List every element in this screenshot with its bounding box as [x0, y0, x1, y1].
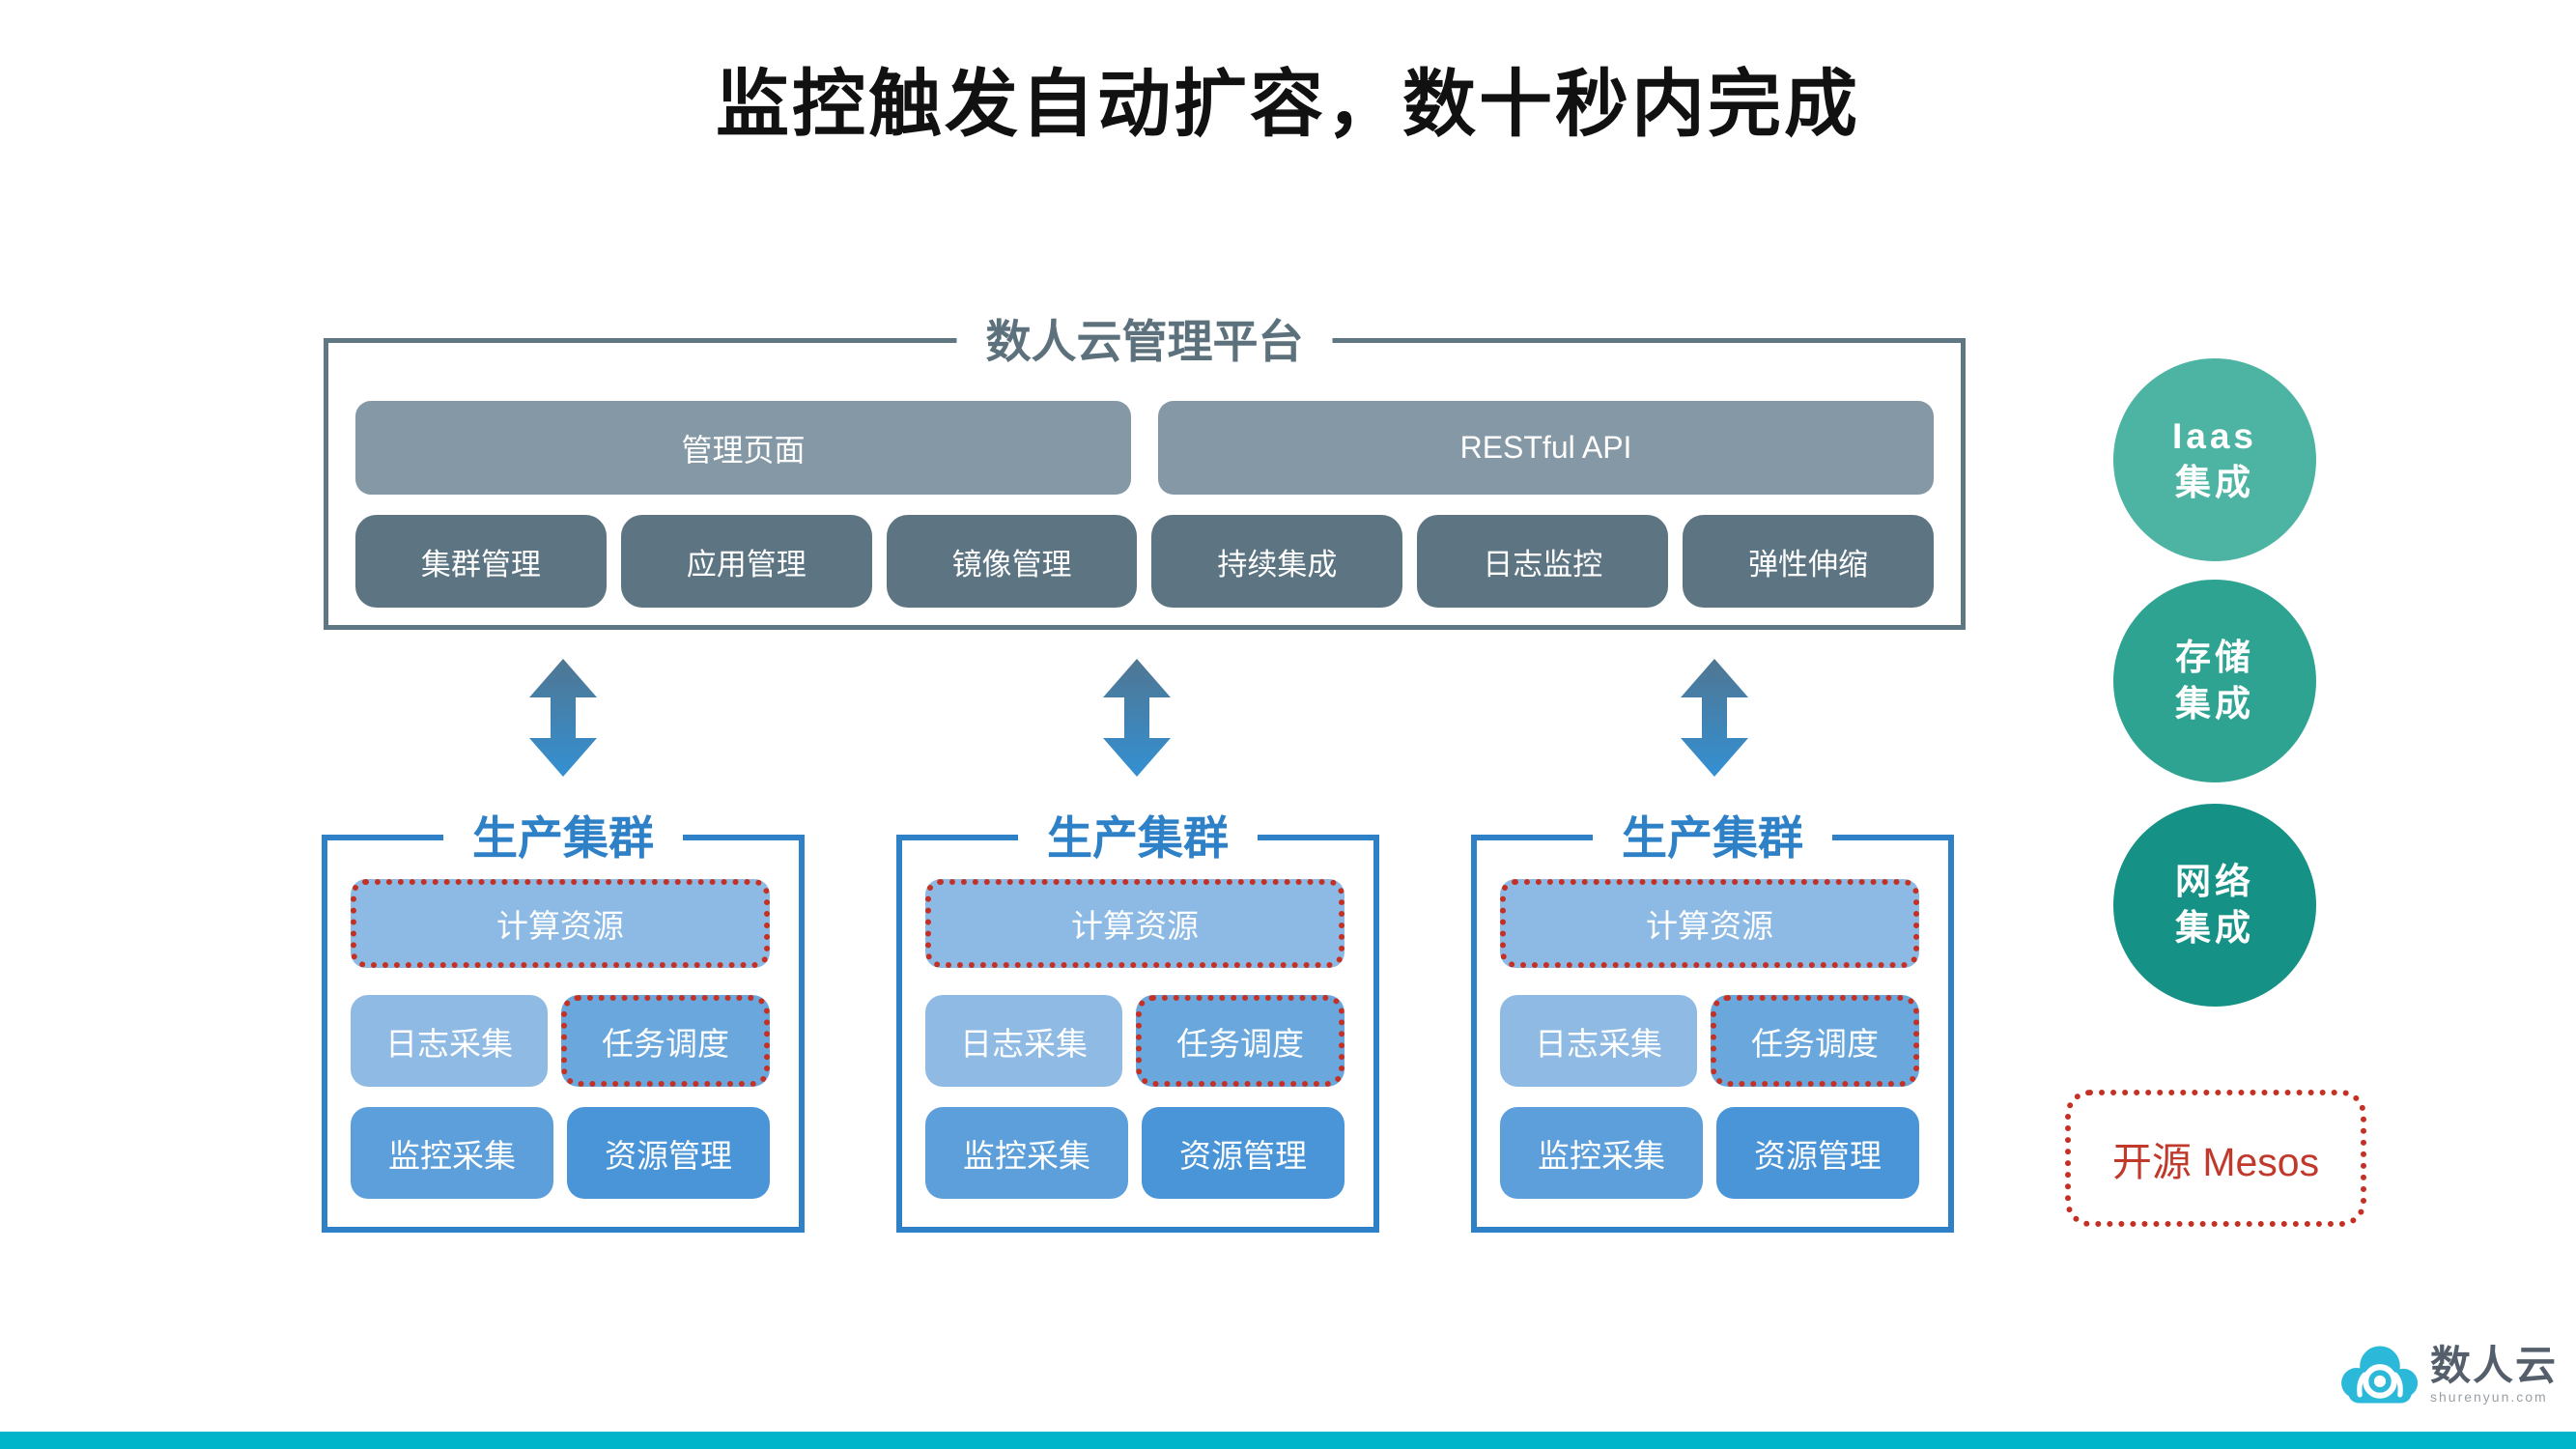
cluster-title: 生产集群 [1593, 804, 1832, 873]
shurenyun-logo: 数人云 shurenyun.com [2337, 1343, 2558, 1406]
logo-name: 数人云 [2430, 1342, 2559, 1388]
production-cluster-box-1: 生产集群 计算资源 日志采集 任务调度 监控采集 资源管理 [322, 804, 805, 1233]
double-arrow-icon [1681, 659, 1748, 777]
module-image-management: 镜像管理 [886, 515, 1138, 608]
platform-top-row: 管理页面 RESTful API [355, 401, 1934, 495]
double-arrow-icon [529, 659, 597, 777]
task-scheduling-cell: 任务调度 [561, 995, 770, 1087]
circle-label-line2: 集成 [2175, 684, 2254, 724]
log-collection-cell: 日志采集 [1500, 995, 1697, 1087]
module-continuous-integration: 持续集成 [1151, 515, 1403, 608]
module-app-management: 应用管理 [620, 515, 872, 608]
circle-label-line1: 存储 [2175, 637, 2254, 677]
module-cluster-management: 集群管理 [355, 515, 607, 608]
iaas-integration-circle: Iaas 集成 [2113, 358, 2316, 561]
task-scheduling-cell: 任务调度 [1711, 995, 1919, 1087]
platform-module-row: 集群管理 应用管理 镜像管理 持续集成 日志监控 弹性伸缩 [355, 515, 1934, 608]
double-arrow-icon [1103, 659, 1171, 777]
cluster-title: 生产集群 [443, 804, 683, 873]
monitoring-collection-cell: 监控采集 [351, 1107, 553, 1199]
module-log-monitoring: 日志监控 [1417, 515, 1669, 608]
circle-label-line1: Iaas [2171, 415, 2257, 456]
circle-label-line2: 集成 [2175, 908, 2254, 948]
platform-box: 数人云管理平台 管理页面 RESTful API 集群管理 应用管理 镜像管理 … [324, 307, 1966, 630]
resource-management-cell: 资源管理 [1716, 1107, 1919, 1199]
open-source-mesos-box: 开源 Mesos [2065, 1090, 2366, 1227]
storage-integration-circle: 存储 集成 [2113, 580, 2316, 782]
monitoring-collection-cell: 监控采集 [1500, 1107, 1703, 1199]
management-page-block: 管理页面 [355, 401, 1131, 495]
logo-domain: shurenyun.com [2430, 1389, 2548, 1406]
log-collection-cell: 日志采集 [351, 995, 548, 1087]
slide-title: 监控触发自动扩容，数十秒内完成 [716, 64, 1860, 146]
production-cluster-box-3: 生产集群 计算资源 日志采集 任务调度 监控采集 资源管理 [1471, 804, 1954, 1233]
resource-management-cell: 资源管理 [1142, 1107, 1345, 1199]
compute-resource-cell: 计算资源 [351, 879, 770, 968]
production-cluster-box-2: 生产集群 计算资源 日志采集 任务调度 监控采集 资源管理 [896, 804, 1379, 1233]
platform-box-title: 数人云管理平台 [956, 307, 1333, 377]
log-collection-cell: 日志采集 [925, 995, 1122, 1087]
cloud-logo-icon [2341, 1346, 2419, 1404]
module-elastic-scaling: 弹性伸缩 [1683, 515, 1934, 608]
compute-resource-cell: 计算资源 [1500, 879, 1919, 968]
footer-accent-bar [0, 1432, 2576, 1449]
circle-label-line1: 网络 [2175, 861, 2254, 901]
monitoring-collection-cell: 监控采集 [925, 1107, 1128, 1199]
compute-resource-cell: 计算资源 [925, 879, 1345, 968]
circle-label-line2: 集成 [2175, 463, 2254, 502]
cluster-title: 生产集群 [1018, 804, 1258, 873]
resource-management-cell: 资源管理 [567, 1107, 770, 1199]
network-integration-circle: 网络 集成 [2113, 804, 2316, 1007]
restful-api-block: RESTful API [1158, 401, 1934, 495]
task-scheduling-cell: 任务调度 [1136, 995, 1345, 1087]
